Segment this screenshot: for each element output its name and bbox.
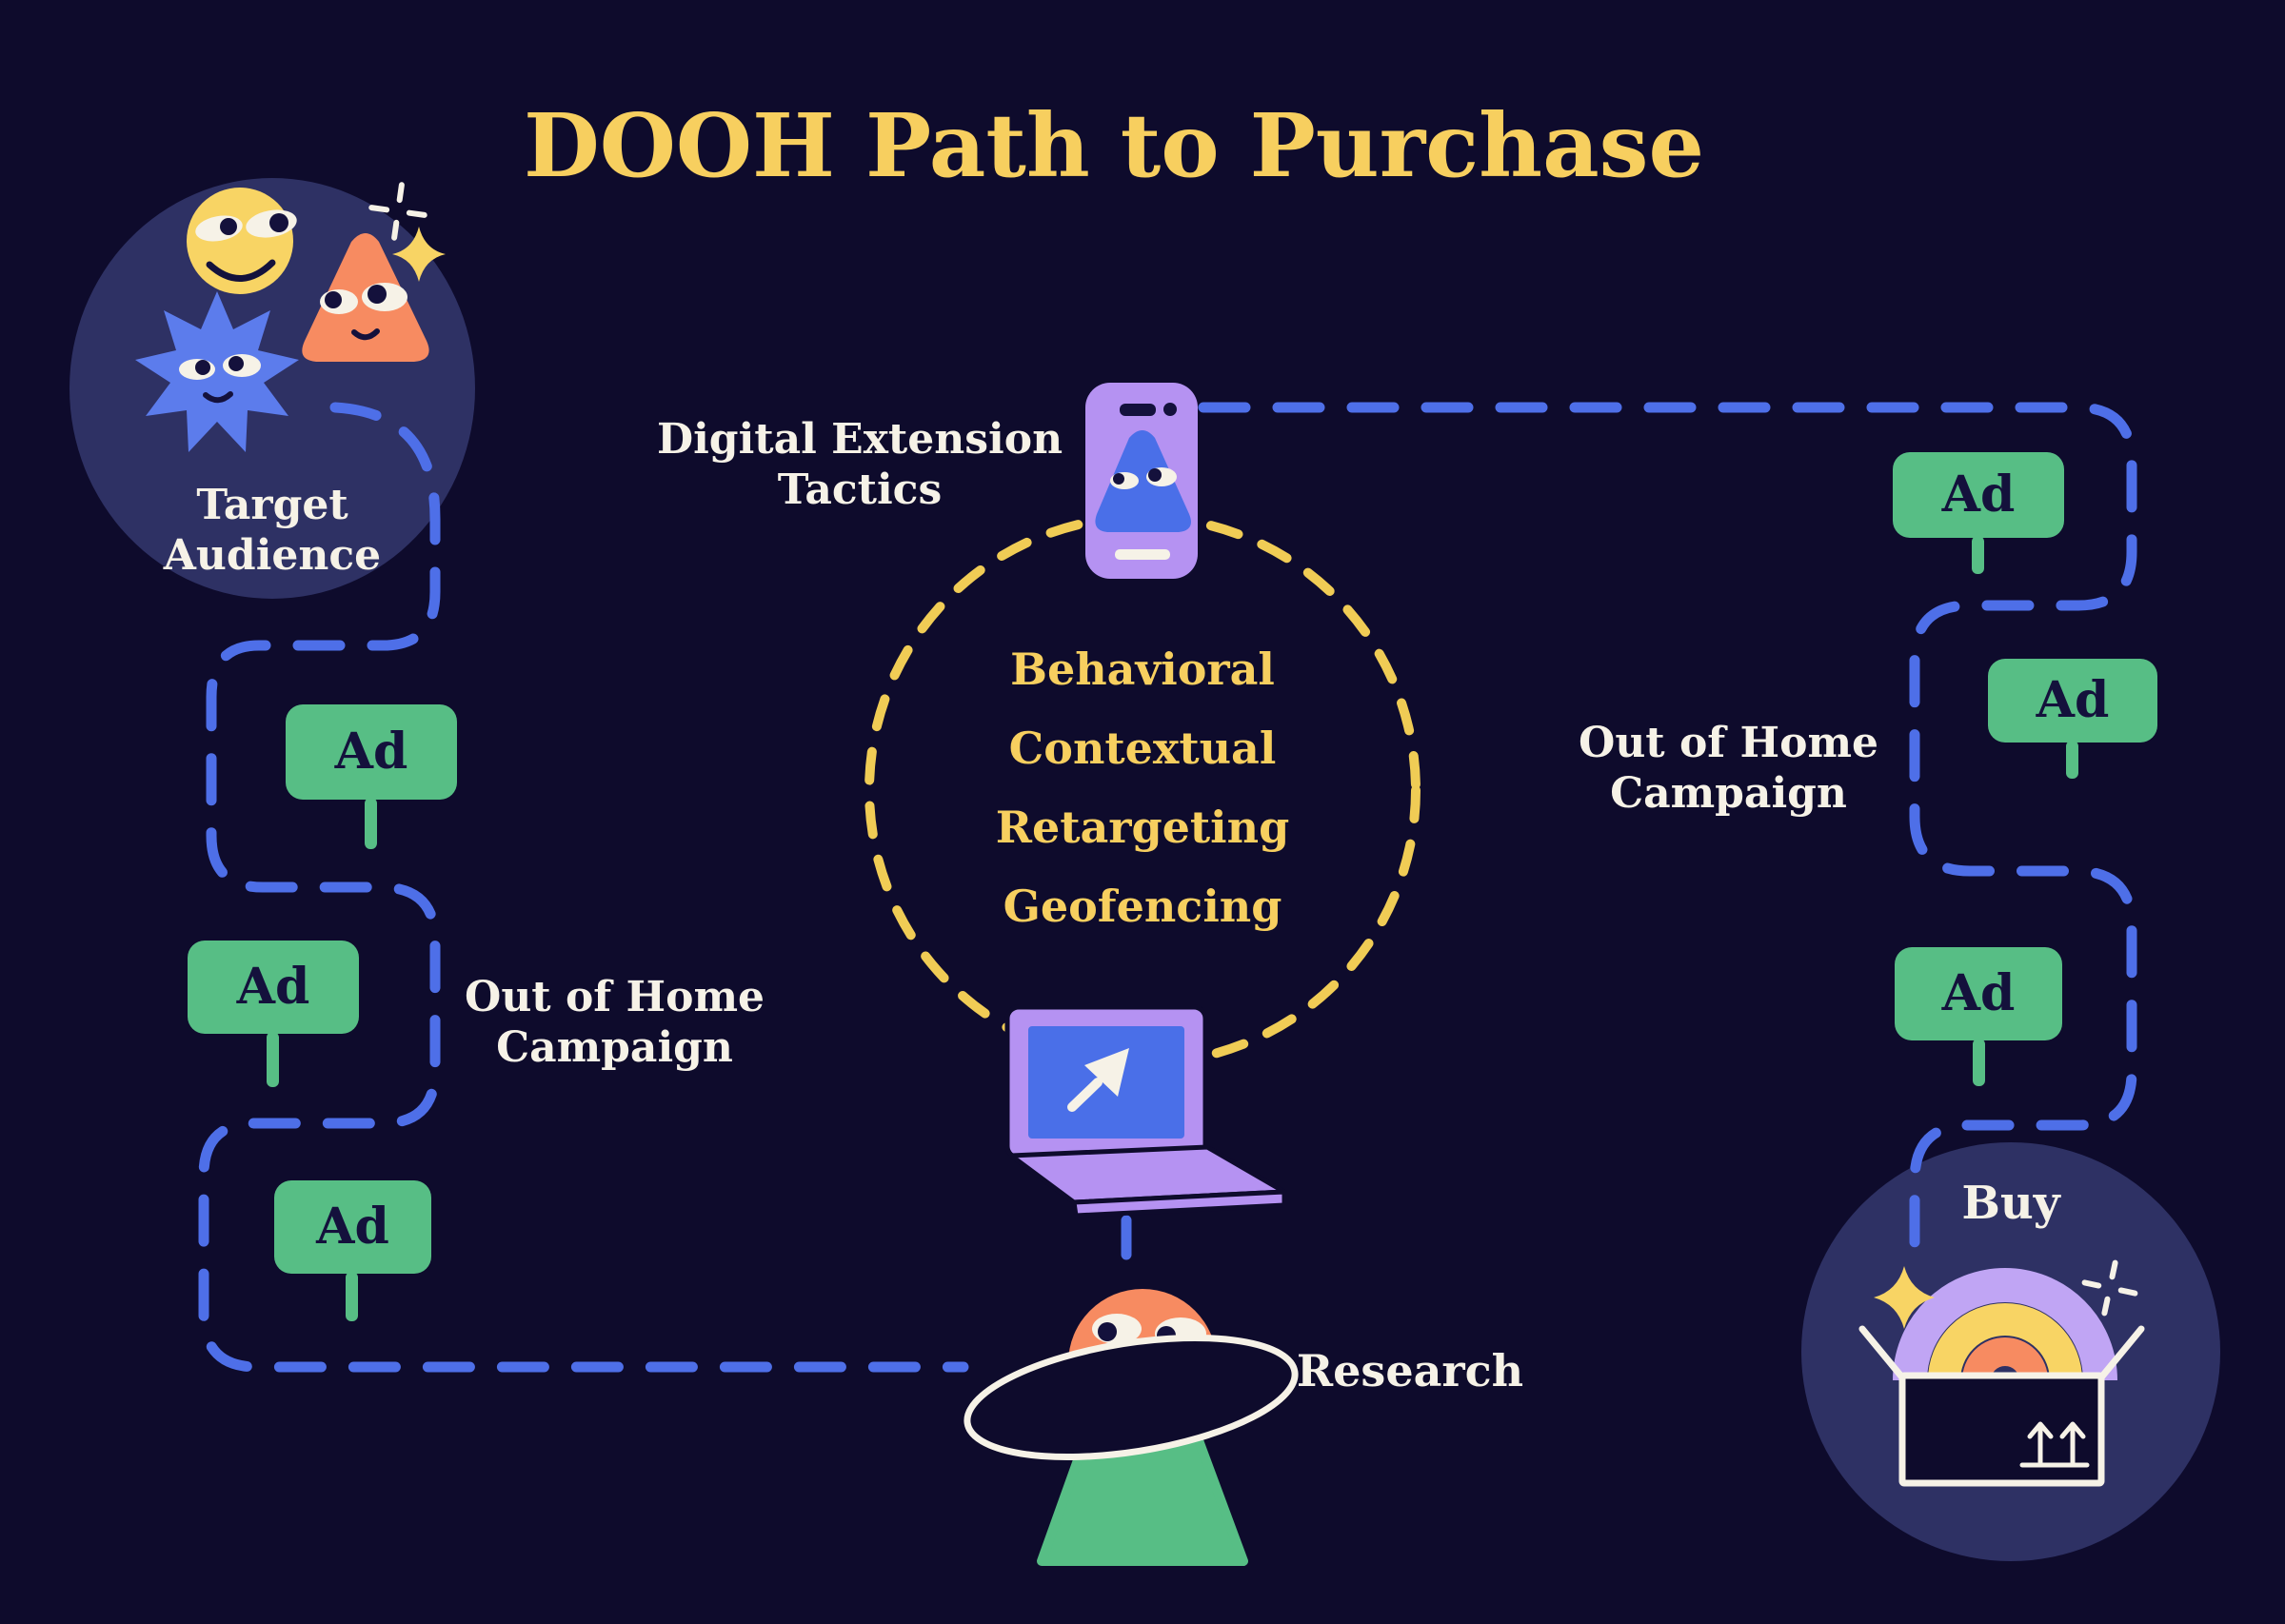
page-title: DOOH Path to Purchase bbox=[523, 94, 1705, 197]
tactics-list: Behavioral Contextual Retargeting Geofen… bbox=[904, 630, 1381, 946]
ad-label: Ad bbox=[2036, 671, 2110, 729]
out-of-home-campaign-label-left: Out of Home Campaign bbox=[464, 973, 765, 1072]
journey-path-right bbox=[1198, 402, 2137, 1260]
tactic-contextual: Contextual bbox=[1008, 723, 1277, 774]
smartphone-icon bbox=[1085, 383, 1198, 579]
journey-path-left bbox=[198, 402, 969, 1373]
stage-target-audience-label: Target Audience bbox=[163, 481, 382, 580]
ad-label: Ad bbox=[1941, 964, 2016, 1022]
laptop-cursor-icon bbox=[1004, 1004, 1287, 1218]
stage-research-label: Research bbox=[1296, 1345, 1524, 1396]
tactic-geofencing: Geofencing bbox=[1003, 881, 1282, 932]
out-of-home-campaign-label-right: Out of Home Campaign bbox=[1578, 719, 1879, 818]
ad-billboard-icon bbox=[188, 941, 359, 1087]
shipping-arrows-icon bbox=[2019, 1421, 2090, 1468]
ad-label: Ad bbox=[334, 723, 408, 781]
ad-billboard-icon bbox=[1988, 659, 2157, 779]
sparkle-icon bbox=[392, 227, 446, 282]
ad-label: Ad bbox=[1941, 465, 2016, 524]
ad-billboard-icon bbox=[286, 704, 457, 849]
tactics-dashed-circle bbox=[864, 512, 1421, 1068]
ufo-character-icon bbox=[964, 1289, 1299, 1566]
ad-billboard-icon bbox=[274, 1180, 431, 1321]
stage-buy-label: Buy bbox=[1961, 1177, 2060, 1230]
smiley-face-icon bbox=[187, 188, 297, 294]
star-character-icon bbox=[135, 291, 299, 452]
sparkle-icon bbox=[368, 182, 427, 241]
digital-extension-tactics-label: Digital Extension Tactics bbox=[656, 415, 1063, 514]
triangle-character-icon bbox=[302, 233, 429, 362]
tactic-retargeting: Retargeting bbox=[995, 802, 1290, 853]
sparkle-icon bbox=[2081, 1259, 2138, 1317]
ad-label: Ad bbox=[236, 958, 310, 1016]
ad-billboard-icon bbox=[1895, 947, 2062, 1086]
tactic-behavioral: Behavioral bbox=[1010, 644, 1275, 695]
ad-label: Ad bbox=[316, 1198, 389, 1256]
sparkle-icon bbox=[1874, 1266, 1935, 1329]
rainbow-box-icon bbox=[1858, 1259, 2145, 1487]
ad-billboard-icon bbox=[1893, 452, 2064, 574]
